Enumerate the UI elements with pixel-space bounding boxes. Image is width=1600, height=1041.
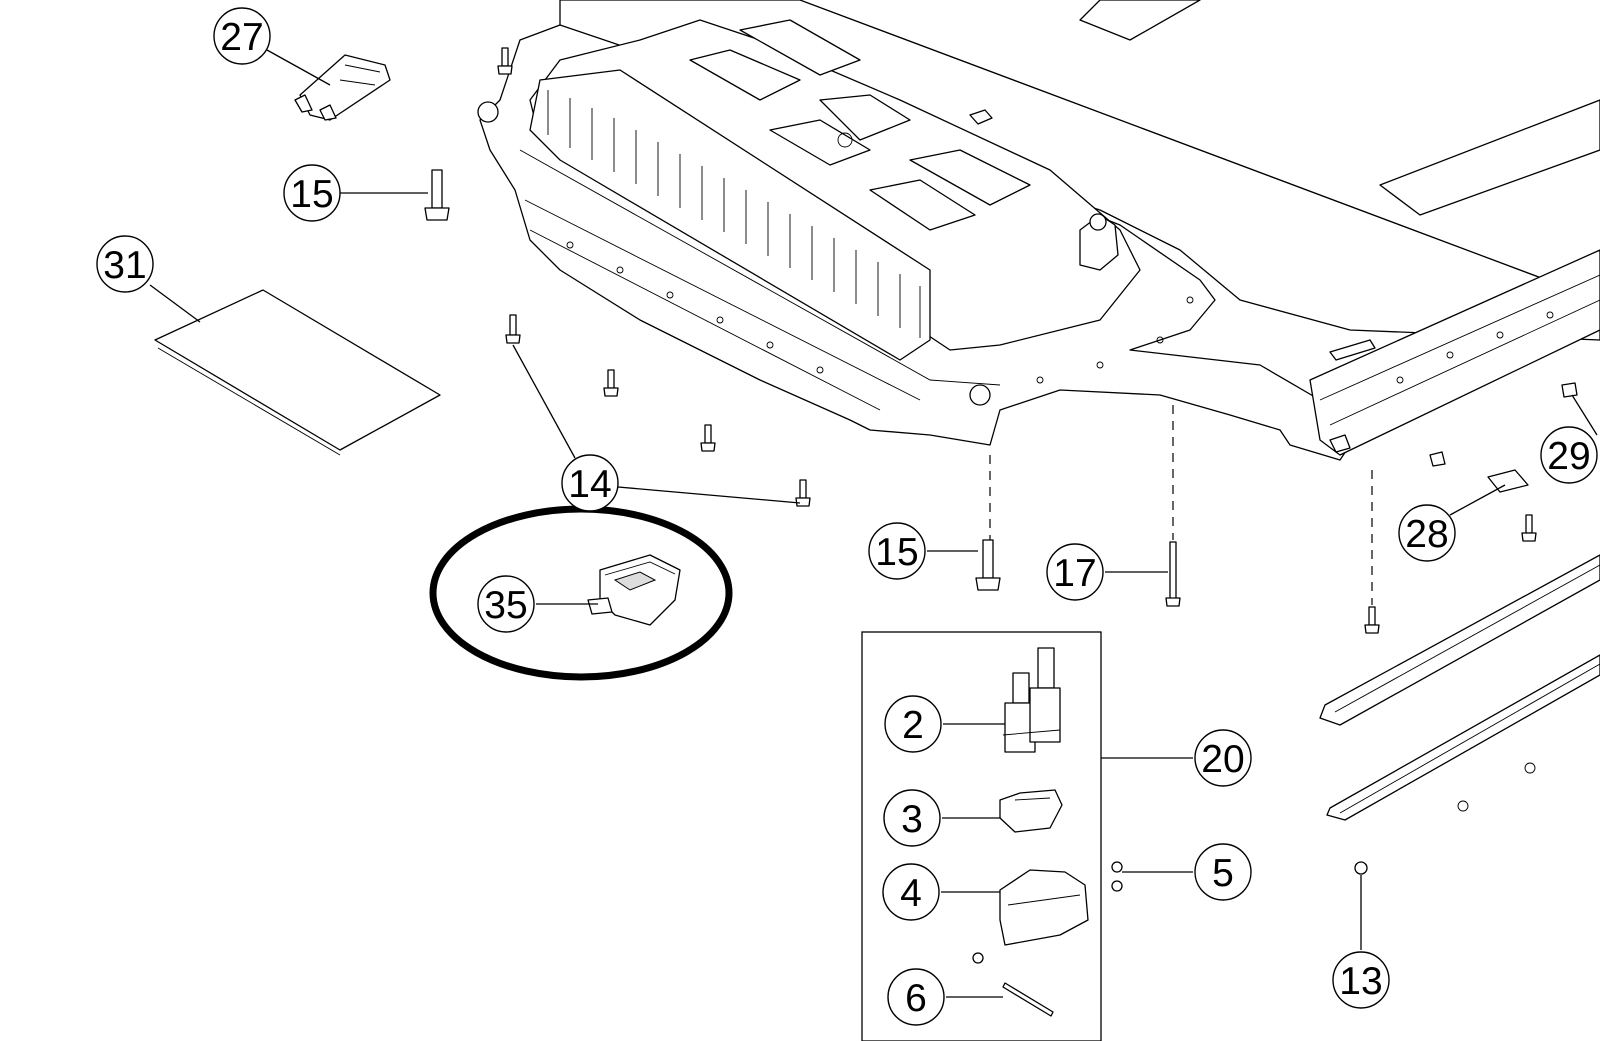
callout-label: 17 xyxy=(1053,552,1096,595)
callout-label: 3 xyxy=(901,798,923,841)
part-27-bracket xyxy=(294,54,391,121)
side-skid-rails xyxy=(1319,554,1600,821)
callout-label: 6 xyxy=(905,977,927,1020)
callout-label: 14 xyxy=(568,463,611,506)
busbar-ribs xyxy=(547,90,921,338)
kit-part-3-clip xyxy=(999,789,1063,833)
callout-29: 29 xyxy=(1540,426,1598,484)
callout-4: 4 xyxy=(882,863,940,921)
leader-lines xyxy=(149,49,1598,998)
part-35-module xyxy=(587,554,681,626)
callout-17: 17 xyxy=(1046,543,1104,601)
kit-part-4-strap xyxy=(999,869,1089,946)
part-29-nut xyxy=(1429,382,1578,467)
callout-15-lower: 15 xyxy=(868,522,926,580)
callout-label: 4 xyxy=(900,872,922,915)
battery-tray-assembly xyxy=(477,0,1600,461)
callout-13: 13 xyxy=(1332,951,1390,1009)
callout-label: 27 xyxy=(220,16,263,59)
kit-part-2-fittings xyxy=(1002,647,1061,753)
callout-label: 5 xyxy=(1212,852,1234,895)
kit-20-box xyxy=(861,631,1102,1041)
assembly-dashed-lines xyxy=(989,405,1373,605)
part-13-pin xyxy=(1354,861,1368,875)
callout-2: 2 xyxy=(884,695,942,753)
callout-35: 35 xyxy=(477,575,535,633)
part-28-clip xyxy=(1487,469,1529,493)
callout-label: 13 xyxy=(1339,960,1382,1003)
callout-label: 2 xyxy=(902,704,924,747)
callout-5: 5 xyxy=(1194,843,1252,901)
part-14-bolts xyxy=(497,47,811,507)
callout-15-upper: 15 xyxy=(283,164,341,222)
callout-label: 20 xyxy=(1201,738,1244,781)
part-15-bolt-upper xyxy=(424,169,450,221)
flange-bolt-dots xyxy=(566,241,1554,384)
callout-label: 15 xyxy=(290,173,333,216)
callout-label: 31 xyxy=(103,244,146,287)
callout-28: 28 xyxy=(1398,504,1456,562)
kit-part-5-screws xyxy=(972,861,1123,964)
callout-label: 29 xyxy=(1547,435,1590,478)
callout-14: 14 xyxy=(561,454,619,512)
callout-label: 28 xyxy=(1405,513,1448,556)
callout-label: 35 xyxy=(484,584,527,627)
callout-label: 15 xyxy=(875,531,918,574)
part-31-sheet xyxy=(154,289,441,456)
highlight-ring-35 xyxy=(429,505,733,681)
part-15-bolt-lower xyxy=(975,539,1001,591)
callout-20: 20 xyxy=(1194,729,1252,787)
callout-31: 31 xyxy=(96,235,154,293)
callout-27: 27 xyxy=(213,7,271,65)
callout-6: 6 xyxy=(887,968,945,1026)
kit-part-6-rod xyxy=(1002,982,1054,1017)
callout-3: 3 xyxy=(883,789,941,847)
side-bolts xyxy=(1364,514,1537,634)
part-17-long-bolt xyxy=(1165,541,1181,607)
